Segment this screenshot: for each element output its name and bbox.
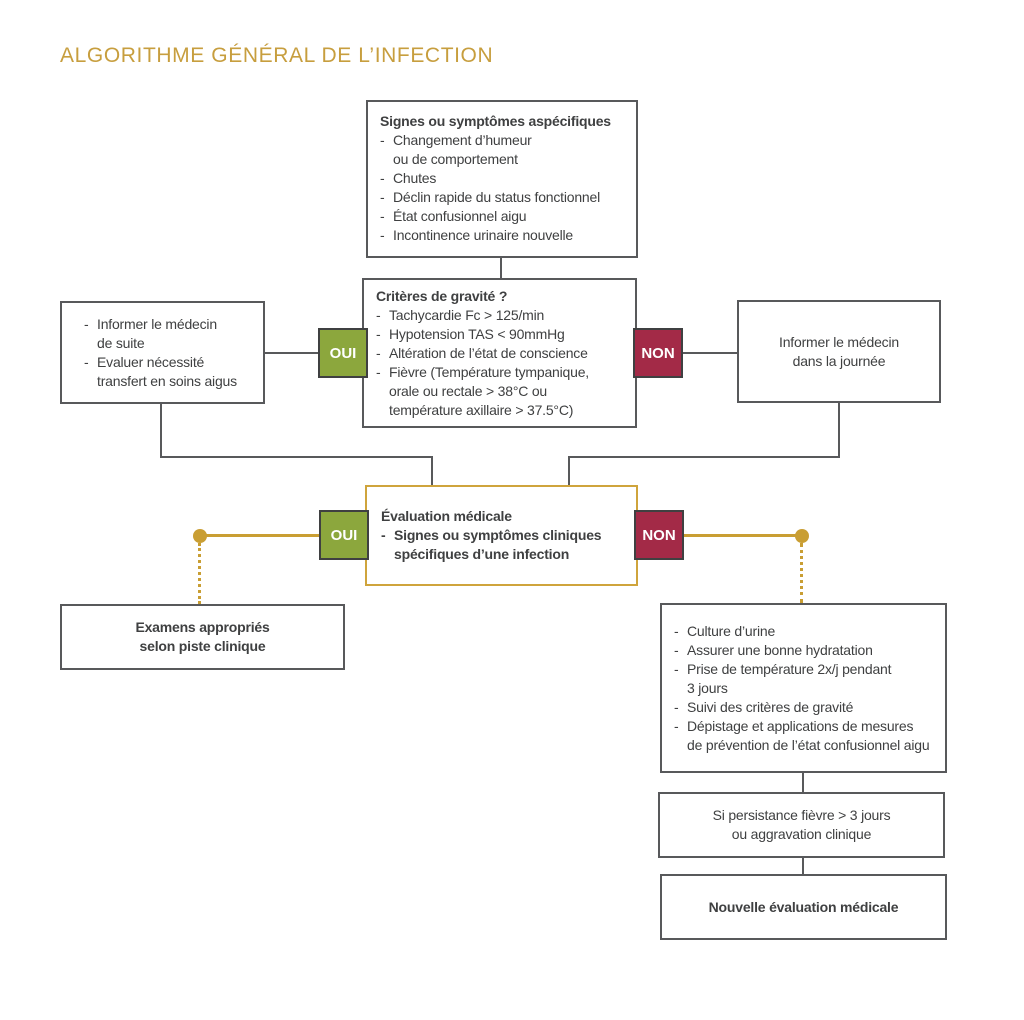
- list-dash: -: [376, 326, 381, 342]
- dotted-connector-to-measures: [800, 543, 803, 603]
- list-item: -Assurer une bonne hydratation: [674, 641, 937, 660]
- list-item: -Chutes: [380, 169, 624, 188]
- connector-measures-to-persistence: [802, 773, 804, 792]
- list-dash: -: [381, 527, 386, 543]
- list-dash: -: [84, 315, 89, 332]
- appropriate-exams-box: Examens appropriés selon piste clinique: [60, 604, 345, 670]
- list-item: -Fièvre (Température tympanique, orale o…: [376, 363, 623, 420]
- list-item-text: Signes ou symptômes cliniques spécifique…: [394, 527, 602, 562]
- dotted-connector-to-exams: [198, 543, 201, 604]
- medical-evaluation-title: Évaluation médicale: [381, 508, 512, 524]
- list-item: -Incontinence urinaire nouvelle: [380, 226, 624, 245]
- medical-evaluation-box: Évaluation médicale -Signes ou symptômes…: [365, 485, 638, 586]
- list-item: -Signes ou symptômes cliniques spécifiqu…: [381, 526, 622, 564]
- gold-line-oui2-left: [200, 534, 319, 537]
- list-item: -Altération de l’état de conscience: [376, 344, 623, 363]
- appropriate-exams-text: Examens appropriés selon piste clinique: [135, 619, 270, 654]
- list-dash: -: [674, 641, 679, 658]
- list-item-text: Chutes: [393, 170, 437, 186]
- list-item-text: Tachycardie Fc > 125/min: [389, 307, 545, 323]
- list-item: -Changement d’humeur ou de comportement: [380, 131, 624, 169]
- list-dash: -: [380, 170, 385, 186]
- connector-non1-to-inform-day: [683, 352, 737, 354]
- list-dash: -: [84, 353, 89, 370]
- inform-doctor-immediately-box: -Informer le médecin de suite -Evaluer n…: [60, 301, 265, 404]
- list-item: -Déclin rapide du status fonctionnel: [380, 188, 624, 207]
- list-dash: -: [674, 660, 679, 677]
- list-item: -État confusionnel aigu: [380, 207, 624, 226]
- connector-dot-right: [795, 529, 809, 543]
- list-dash: -: [380, 227, 385, 243]
- list-item-text: Assurer une bonne hydratation: [687, 641, 873, 658]
- oui-badge-severity: OUI: [318, 328, 368, 378]
- connector-aspecific-to-gravity: [500, 258, 502, 278]
- fever-persistence-box: Si persistance fièvre > 3 jours ou aggra…: [658, 792, 945, 858]
- list-item-text: Culture d’urine: [687, 622, 776, 639]
- non-badge-severity: NON: [633, 328, 683, 378]
- list-item: -Informer le médecin de suite: [84, 315, 253, 353]
- list-item-text: Déclin rapide du status fonctionnel: [393, 189, 601, 205]
- list-item: -Tachycardie Fc > 125/min: [376, 306, 623, 325]
- list-item-text: État confusionnel aigu: [393, 208, 527, 224]
- non-badge-evaluation: NON: [634, 510, 684, 560]
- list-dash: -: [380, 189, 385, 205]
- list-dash: -: [380, 132, 385, 148]
- connector-persistence-to-reevaluation: [802, 858, 804, 874]
- connector-inform-now-down: [160, 404, 162, 458]
- list-dash: -: [674, 717, 679, 734]
- new-medical-evaluation-text: Nouvelle évaluation médicale: [708, 898, 899, 915]
- connector-inform-day-down: [838, 403, 840, 458]
- list-item: -Culture d’urine: [674, 622, 937, 641]
- list-dash: -: [376, 345, 381, 361]
- connector-right-into-evaluation: [568, 456, 570, 485]
- gold-line-non2-right: [684, 534, 802, 537]
- list-dash: -: [376, 307, 381, 323]
- oui-badge-evaluation: OUI: [319, 510, 369, 560]
- aspecific-signs-box: Signes ou symptômes aspécifiques -Change…: [366, 100, 638, 258]
- connector-left-horizontal: [160, 456, 433, 458]
- list-dash: -: [376, 364, 381, 380]
- new-medical-evaluation-box: Nouvelle évaluation médicale: [660, 874, 947, 940]
- list-item-text: Hypotension TAS < 90mmHg: [389, 326, 565, 342]
- list-item: -Hypotension TAS < 90mmHg: [376, 325, 623, 344]
- list-dash: -: [380, 208, 385, 224]
- list-item-text: Prise de température 2x/j pendant 3 jour…: [687, 660, 892, 696]
- list-item-text: Suivi des critères de gravité: [687, 698, 854, 715]
- list-dash: -: [674, 698, 679, 715]
- list-item-text: Evaluer nécessité transfert en soins aig…: [97, 353, 237, 389]
- list-item-text: Fièvre (Température tympanique, orale ou…: [389, 364, 589, 418]
- list-item-text: Dépistage et applications de mesures de …: [687, 717, 930, 753]
- list-dash: -: [674, 622, 679, 639]
- list-item: -Suivi des critères de gravité: [674, 698, 937, 717]
- connector-oui1-to-inform-now: [265, 352, 318, 354]
- aspecific-signs-title: Signes ou symptômes aspécifiques: [380, 113, 611, 129]
- inform-doctor-today-text: Informer le médecin dans la journée: [779, 333, 899, 369]
- list-item-text: Informer le médecin de suite: [97, 315, 217, 351]
- connector-left-into-evaluation: [431, 456, 433, 485]
- page-title: ALGORITHME GÉNÉRAL DE L’INFECTION: [60, 44, 494, 67]
- list-item: -Prise de température 2x/j pendant 3 jou…: [674, 660, 937, 698]
- connector-right-horizontal: [568, 456, 840, 458]
- list-item-text: Incontinence urinaire nouvelle: [393, 227, 574, 243]
- connector-dot-left: [193, 529, 207, 543]
- inform-doctor-today-box: Informer le médecin dans la journée: [737, 300, 941, 403]
- severity-criteria-title: Critères de gravité ?: [376, 288, 508, 304]
- list-item-text: Altération de l’état de conscience: [389, 345, 588, 361]
- severity-criteria-box: Critères de gravité ? -Tachycardie Fc > …: [362, 278, 637, 428]
- list-item: -Evaluer nécessité transfert en soins ai…: [84, 353, 253, 391]
- list-item-text: Changement d’humeur ou de comportement: [393, 132, 532, 167]
- fever-persistence-text: Si persistance fièvre > 3 jours ou aggra…: [712, 807, 891, 842]
- list-item: -Dépistage et applications de mesures de…: [674, 717, 937, 755]
- care-measures-box: -Culture d’urine -Assurer une bonne hydr…: [660, 603, 947, 773]
